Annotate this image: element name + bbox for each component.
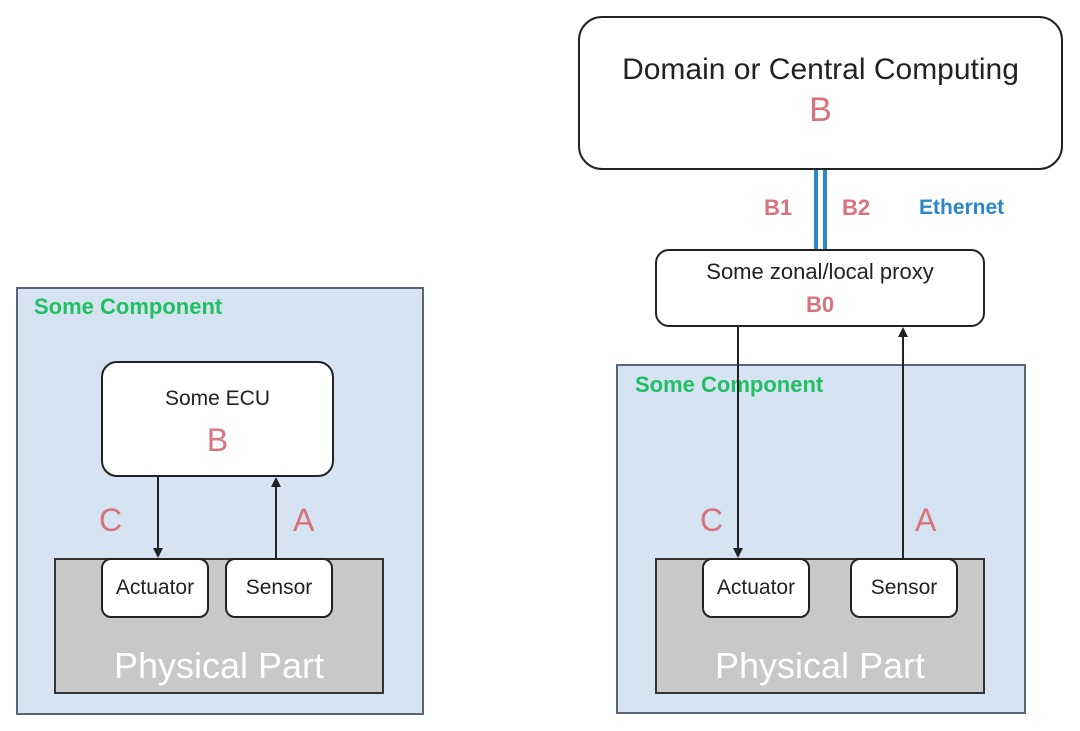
right-sensor-box: Sensor — [850, 558, 958, 618]
link-label-b2: B2 — [842, 195, 871, 220]
left-label-c: C — [99, 502, 123, 538]
left-sensor-box: Sensor — [225, 558, 333, 618]
left-label-a: A — [293, 502, 315, 538]
left-component-label: Some Component — [34, 294, 223, 319]
left-physical-label: Physical Part — [113, 645, 325, 686]
right-label-c: C — [700, 502, 724, 538]
right-component-label: Some Component — [635, 372, 824, 397]
left-ecu-title: Some ECU — [164, 387, 271, 410]
link-label-b1: B1 — [764, 195, 793, 220]
zonal-proxy-letter: B0 — [805, 292, 835, 317]
right-label-a: A — [915, 502, 937, 538]
central-computing-box — [578, 16, 1063, 170]
zonal-proxy-title: Some zonal/local proxy — [706, 259, 934, 284]
zonal-proxy-box — [655, 249, 985, 327]
right-physical-label: Physical Part — [714, 645, 926, 686]
central-computing-letter: B — [809, 91, 832, 129]
left-ecu-box — [101, 361, 334, 477]
left-ecu-letter: B — [206, 422, 229, 458]
central-computing-title: Domain or Central Computing — [622, 53, 1019, 86]
right-actuator-box: Actuator — [702, 558, 810, 618]
ethernet-label: Ethernet — [919, 196, 1005, 219]
left-actuator-box: Actuator — [101, 558, 209, 618]
